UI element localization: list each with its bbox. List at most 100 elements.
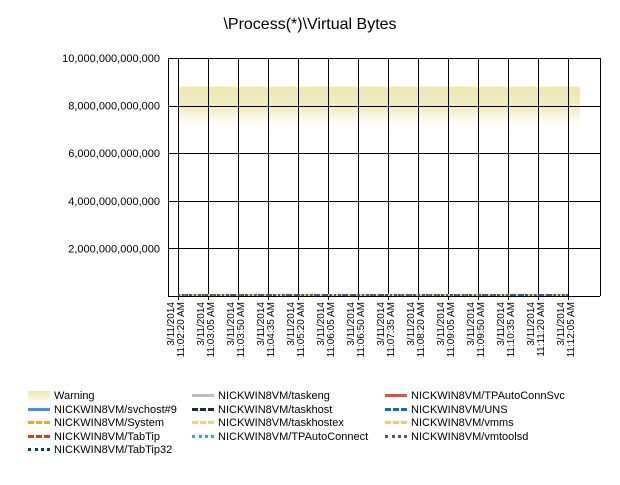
legend-swatch — [192, 405, 214, 415]
x-tick-line: 11:05:20 AM — [296, 302, 307, 357]
legend-swatch — [192, 432, 214, 442]
x-tick-line: 11:02:20 AM — [176, 302, 187, 357]
legend-swatch — [385, 391, 407, 401]
x-tick-line: 11:09:50 AM — [476, 302, 487, 357]
legend-label: NICKWIN8VM/vmtoolsd — [411, 431, 529, 443]
x-tick-line: 3/11/2014 — [166, 302, 177, 346]
legend-item: NICKWIN8VM/vmtoolsd — [385, 430, 528, 444]
x-tick-line: 11:12:05 AM — [566, 302, 577, 357]
x-tick-line: 11:10:35 AM — [506, 302, 517, 357]
y-tick-label: 10,000,000,000,000 — [62, 53, 160, 65]
legend-swatch — [28, 445, 50, 455]
x-tick-line: 11:11:20 AM — [536, 302, 547, 357]
legend-swatch-line — [192, 435, 214, 438]
y-tick-label: 6,000,000,000,000 — [68, 148, 160, 160]
x-tick-line: 11:03:50 AM — [236, 302, 247, 357]
legend-swatch-line — [28, 421, 50, 424]
x-tick-line: 3/11/2014 — [226, 302, 237, 346]
legend-swatch — [28, 418, 50, 428]
legend-swatch — [385, 432, 407, 442]
legend-swatch-line — [385, 394, 407, 397]
legend-swatch-line — [192, 408, 214, 411]
x-tick-line: 3/11/2014 — [466, 302, 477, 346]
legend-label: NICKWIN8VM/UNS — [411, 404, 508, 416]
legend-swatch-line — [192, 421, 214, 424]
legend-item: NICKWIN8VM/taskhost — [192, 403, 332, 417]
legend-label: NICKWIN8VM/TabTip32 — [54, 444, 173, 456]
legend-swatch-line — [192, 394, 214, 397]
x-tick-line: 3/11/2014 — [286, 302, 297, 346]
legend-swatch-band — [28, 391, 50, 401]
legend-item: NICKWIN8VM/TabTip32 — [28, 443, 172, 457]
legend-label: NICKWIN8VM/TPAutoConnSvc — [411, 390, 565, 402]
x-tick-line: 3/11/2014 — [256, 302, 267, 346]
x-tick-line: 3/11/2014 — [376, 302, 387, 346]
legend-item: Warning — [28, 389, 95, 403]
legend-item: NICKWIN8VM/UNS — [385, 403, 508, 417]
y-tick-label: 8,000,000,000,000 — [68, 101, 160, 113]
legend-swatch — [385, 405, 407, 415]
legend-item: NICKWIN8VM/taskeng — [192, 389, 330, 403]
legend-label: NICKWIN8VM/svchost#9 — [54, 404, 177, 416]
legend-label: NICKWIN8VM/TabTip — [54, 431, 160, 443]
x-tick-line: 3/11/2014 — [556, 302, 567, 346]
x-tick-line: 11:08:20 AM — [416, 302, 427, 357]
x-tick-line: 11:06:50 AM — [356, 302, 367, 357]
legend-swatch-line — [385, 421, 407, 424]
legend-swatch-line — [385, 435, 407, 438]
legend-item: NICKWIN8VM/svchost#9 — [28, 403, 177, 417]
x-tick-line: 11:03:05 AM — [206, 302, 217, 357]
y-tick-label: 4,000,000,000,000 — [68, 196, 160, 208]
chart-title: \Process(*)\Virtual Bytes — [223, 16, 396, 33]
legend-item: NICKWIN8VM/taskhostex — [192, 416, 344, 430]
legend-item: NICKWIN8VM/TPAutoConnect — [192, 430, 368, 444]
x-tick-line: 3/11/2014 — [526, 302, 537, 346]
legend-swatch-line — [28, 435, 50, 438]
legend-label: NICKWIN8VM/TPAutoConnect — [218, 431, 369, 443]
legend-swatch — [28, 391, 50, 401]
legend-swatch — [28, 405, 50, 415]
warning-band — [178, 86, 580, 130]
x-tick-line: 3/11/2014 — [316, 302, 327, 346]
legend-label: NICKWIN8VM/System — [54, 417, 165, 429]
legend-swatch — [192, 418, 214, 428]
x-tick-line: 11:06:05 AM — [326, 302, 337, 357]
legend-swatch-line — [385, 408, 407, 411]
x-tick-line: 3/11/2014 — [406, 302, 417, 346]
x-tick-line: 3/11/2014 — [346, 302, 357, 346]
legend-label: NICKWIN8VM/taskhostex — [218, 417, 344, 429]
x-tick-line: 11:07:35 AM — [386, 302, 397, 357]
legend-label: NICKWIN8VM/taskhost — [218, 404, 333, 416]
x-tick-line: 3/11/2014 — [196, 302, 207, 346]
legend-swatch-line — [28, 408, 50, 411]
legend-item: NICKWIN8VM/vmms — [385, 416, 514, 430]
legend-swatch — [192, 391, 214, 401]
legend-item: NICKWIN8VM/TPAutoConnSvc — [385, 389, 565, 403]
legend-item: NICKWIN8VM/System — [28, 416, 164, 430]
legend-item: NICKWIN8VM/TabTip — [28, 430, 160, 444]
legend-swatch — [28, 432, 50, 442]
legend-label: NICKWIN8VM/taskeng — [218, 390, 330, 402]
x-tick-line: 11:04:35 AM — [266, 302, 277, 357]
y-tick-label: 2,000,000,000,000 — [68, 243, 160, 255]
legend-swatch — [385, 418, 407, 428]
x-tick-line: 11:09:05 AM — [446, 302, 457, 357]
x-tick-line: 3/11/2014 — [436, 302, 447, 346]
legend-label: NICKWIN8VM/vmms — [411, 417, 514, 429]
